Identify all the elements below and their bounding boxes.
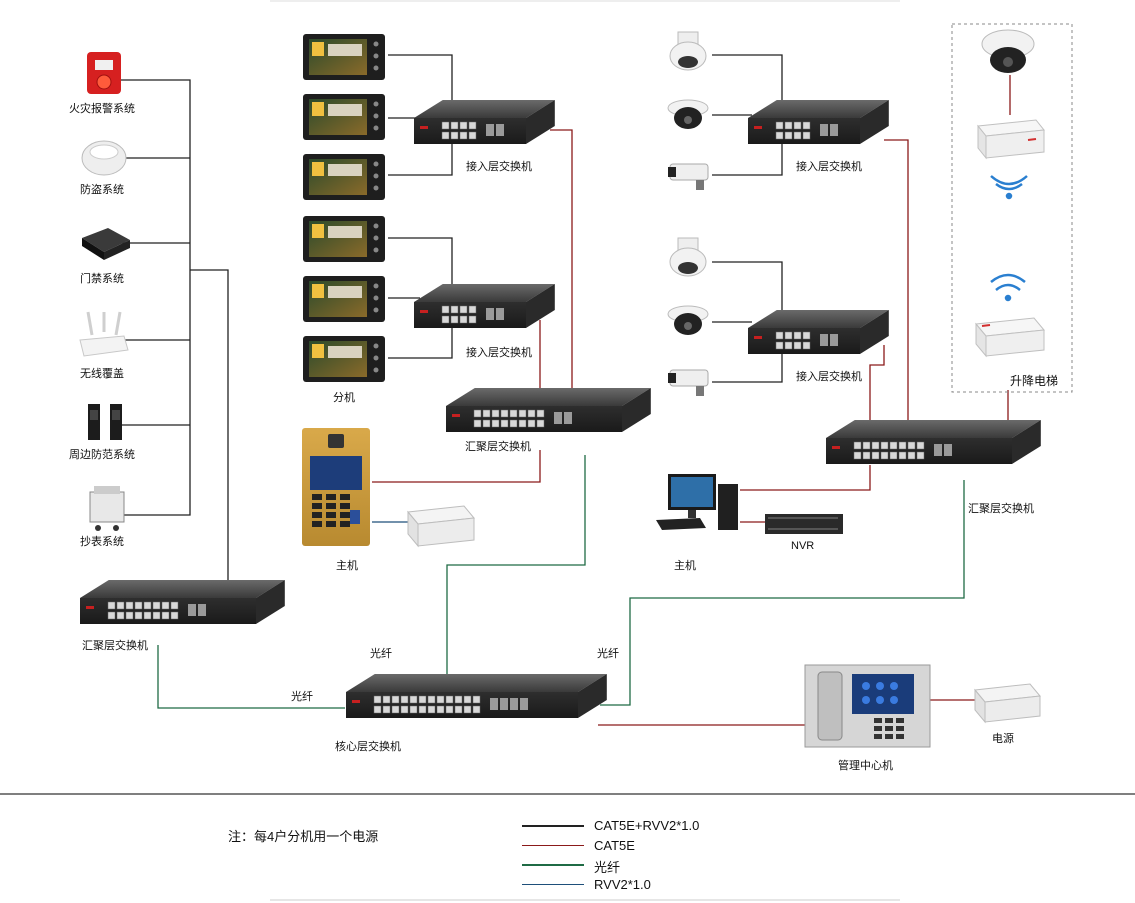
bullet-camera-icon <box>668 163 709 190</box>
power-supply-icon <box>974 683 1041 724</box>
network-switch-icon <box>748 100 889 144</box>
indoor-unit-icon <box>303 336 385 382</box>
fiber-label: 光纤 <box>291 691 313 703</box>
smoke-detector-icon <box>81 140 127 176</box>
fiber-label: 光纤 <box>370 648 392 660</box>
indoor-unit-icon <box>303 94 385 140</box>
indoor-unit-icon <box>303 154 385 200</box>
fiber-links <box>157 455 965 709</box>
network-switch-icon <box>748 310 889 354</box>
network-switch-icon <box>446 388 651 432</box>
power-supply-icon <box>407 505 475 548</box>
fire-alarm-icon <box>87 52 121 94</box>
legend-label: CAT5E <box>594 837 635 853</box>
agg-switch-mid-label: 汇聚层交换机 <box>465 441 531 453</box>
management-center-icon <box>804 664 931 748</box>
left-system-label: 无线覆盖 <box>80 368 124 380</box>
agg-switch-left-label: 汇聚层交换机 <box>82 640 148 652</box>
left-system-label: 抄表系统 <box>80 536 124 548</box>
speed-dome-camera-icon <box>669 31 707 71</box>
door-station-icon <box>302 428 370 546</box>
fiber-label: 光纤 <box>597 648 619 660</box>
legend-swatch <box>522 844 584 846</box>
network-switch-icon <box>346 674 607 718</box>
footer-note: 注：每4户分机用一个电源 <box>228 829 379 844</box>
nvr-icon <box>765 514 843 534</box>
elevator-group-box <box>951 23 1073 393</box>
network-switch-icon <box>80 580 285 624</box>
left-system-label: 周边防范系统 <box>69 449 135 461</box>
indoor-units <box>303 34 385 382</box>
legend-swatch <box>522 864 584 866</box>
access-switch-3-label: 接入层交换机 <box>796 161 862 173</box>
network-switch-icon <box>826 420 1041 464</box>
bullet-camera-icon <box>668 369 709 396</box>
indoor-unit-icon <box>303 216 385 262</box>
network-switch-icon <box>414 284 555 328</box>
wifi-signal-icon <box>990 175 1028 200</box>
perimeter-sensor-icon <box>88 404 122 440</box>
left-system-label: 防盗系统 <box>80 184 124 196</box>
left-system-label: 门禁系统 <box>80 273 124 285</box>
pc-host-label: 主机 <box>674 560 696 572</box>
indoor-unit-label: 分机 <box>333 392 355 404</box>
access-switch-4-label: 接入层交换机 <box>796 371 862 383</box>
left-systems-bus <box>120 79 229 590</box>
legend-swatch <box>522 883 584 885</box>
meter-reader-icon <box>89 486 125 531</box>
access-switch-2-label: 接入层交换机 <box>466 347 532 359</box>
dome-camera-icon <box>667 305 709 335</box>
main-unit-label: 主机 <box>336 560 358 572</box>
access-controller-icon <box>82 228 130 260</box>
wifi-router-icon <box>79 311 129 357</box>
agg-switch-right-label: 汇聚层交换机 <box>968 503 1034 515</box>
speed-dome-camera-icon <box>669 237 707 277</box>
legend-label: RVV2*1.0 <box>594 876 651 892</box>
wireless-bridge-icon <box>975 317 1045 358</box>
elevator-label: 升降电梯 <box>1010 374 1059 388</box>
dome-camera-icon <box>667 99 709 129</box>
management-center-label: 管理中心机 <box>838 760 893 772</box>
legend-label: CAT5E+RVV2*1.0 <box>594 818 700 833</box>
power-supply-label: 电源 <box>992 733 1014 745</box>
indoor-unit-icon <box>303 276 385 322</box>
legend-label: 光纤 <box>594 860 621 875</box>
cameras <box>667 31 709 396</box>
core-switch-label: 核心层交换机 <box>335 741 401 753</box>
left-system-label: 火灾报警系统 <box>69 103 135 115</box>
dome-camera-icon <box>981 29 1035 73</box>
computer-icon <box>656 474 738 530</box>
wireless-bridge-icon <box>977 119 1045 160</box>
access-switch-1-label: 接入层交换机 <box>466 161 532 173</box>
indoor-unit-icon <box>303 34 385 80</box>
legend-swatch <box>522 825 584 827</box>
wifi-signal-icon <box>990 273 1026 302</box>
nvr-label: NVR <box>791 540 815 552</box>
switches <box>80 100 1041 718</box>
network-switch-icon <box>414 100 555 144</box>
